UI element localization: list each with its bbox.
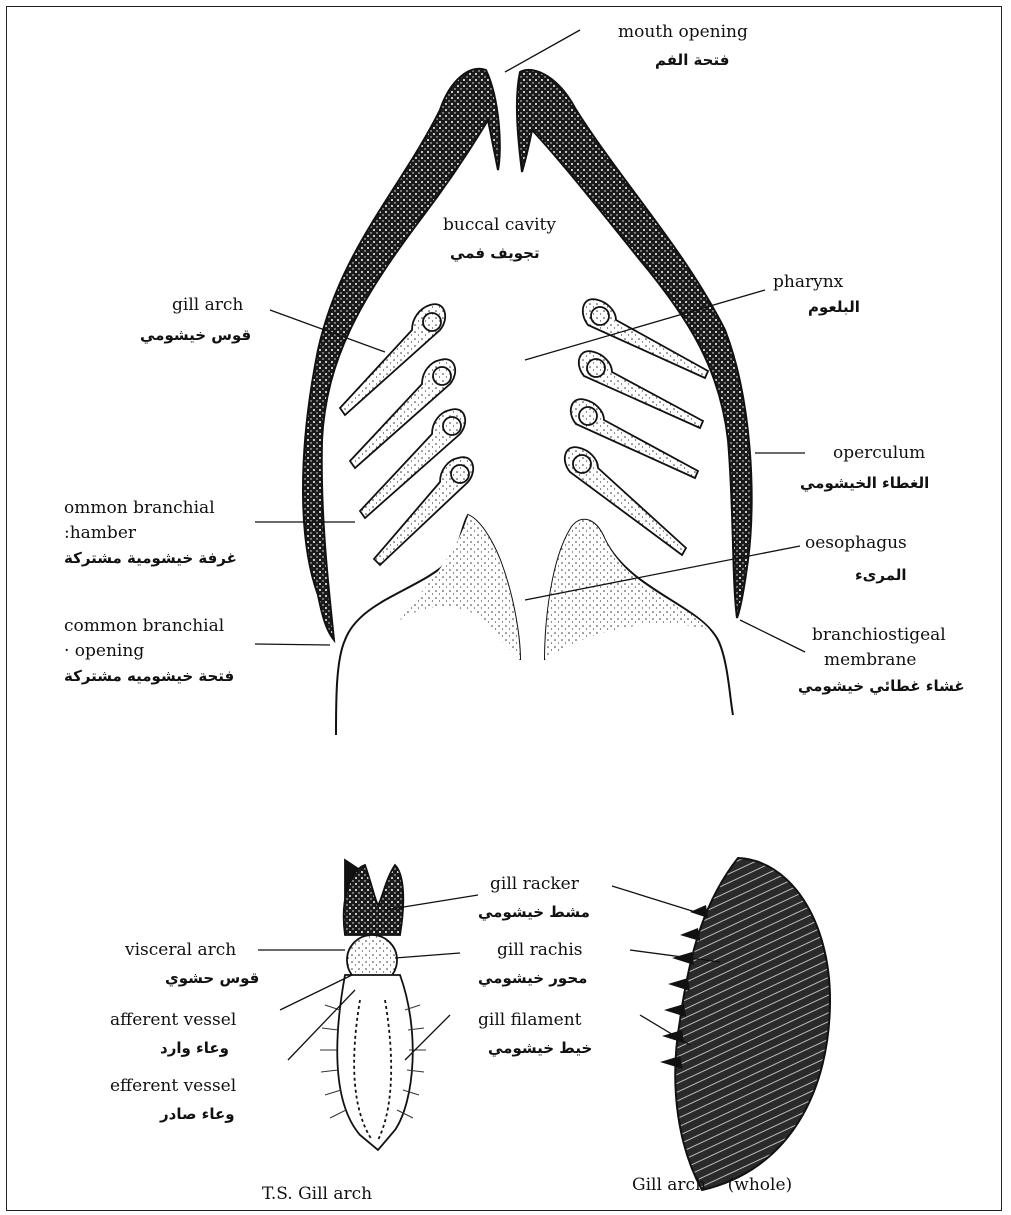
gill-rachis-label-ar: محور خيشومي [478, 968, 587, 989]
ts-gill-arch [337, 860, 412, 1150]
buccal-cavity-label-ar: تجويف فمي [450, 243, 540, 264]
operculum-label-ar: الغطاء الخيشومي [800, 473, 929, 494]
common-branchial-chamber-label: ommon branchial [64, 498, 215, 519]
oesophagus-label: oesophagus [805, 533, 907, 554]
common-branchial-opening-label-2: · opening [64, 641, 144, 662]
gill-arch-label-ar: قوس خيشومي [140, 325, 251, 346]
common-branchial-opening-label: common branchial [64, 616, 224, 637]
mouth-opening-label-ar: فتحة الفم [655, 50, 729, 71]
efferent-vessel-label-ar: وعاء صادر [160, 1104, 235, 1125]
ts-gill-arch-caption: T.S. Gill arch [262, 1184, 372, 1205]
branchiostigeal-membrane-label-ar: غشاء غطائي خيشومي [798, 676, 965, 697]
efferent-vessel-label: efferent vessel [110, 1076, 236, 1097]
visceral-arch-label: visceral arch [125, 940, 236, 961]
operculum-label: operculum [833, 443, 925, 464]
buccal-cavity-label: buccal cavity [443, 215, 556, 236]
pharynx-label-ar: البلعوم [808, 297, 860, 318]
common-branchial-chamber-label-2: :hamber [64, 523, 136, 544]
gill-filament-label: gill filament [478, 1010, 581, 1031]
visceral-arch-label-ar: قوس حشوي [165, 968, 259, 989]
mouth-opening-label: mouth opening [618, 22, 748, 43]
gill-arch-whole-caption: Gill arch (whole) [632, 1175, 792, 1196]
oesophagus-label-ar: المرىء [855, 565, 907, 586]
branchiostigeal-membrane-label: branchiostigeal [812, 625, 946, 646]
branchiostigeal-membrane-label-2: membrane [824, 650, 916, 671]
pharynx-label: pharynx [773, 272, 843, 293]
gill-racker-label: gill racker [490, 874, 579, 895]
gill-filament-label-ar: خيط خيشومي [488, 1038, 592, 1059]
afferent-vessel-label: afferent vessel [110, 1010, 236, 1031]
gill-arch-label: gill arch [172, 295, 243, 316]
common-branchial-chamber-label-ar: غرفة خيشومية مشتركة [64, 548, 237, 569]
whole-gill-arch [675, 858, 830, 1190]
gill-rachis-label: gill rachis [497, 940, 583, 961]
common-branchial-opening-label-ar: فتحة خيشوميه مشتركة [64, 666, 234, 687]
right-gill-arches [565, 299, 708, 555]
afferent-vessel-label-ar: وعاء وارد [160, 1038, 229, 1059]
gill-racker-label-ar: مشط خيشومي [478, 902, 590, 923]
